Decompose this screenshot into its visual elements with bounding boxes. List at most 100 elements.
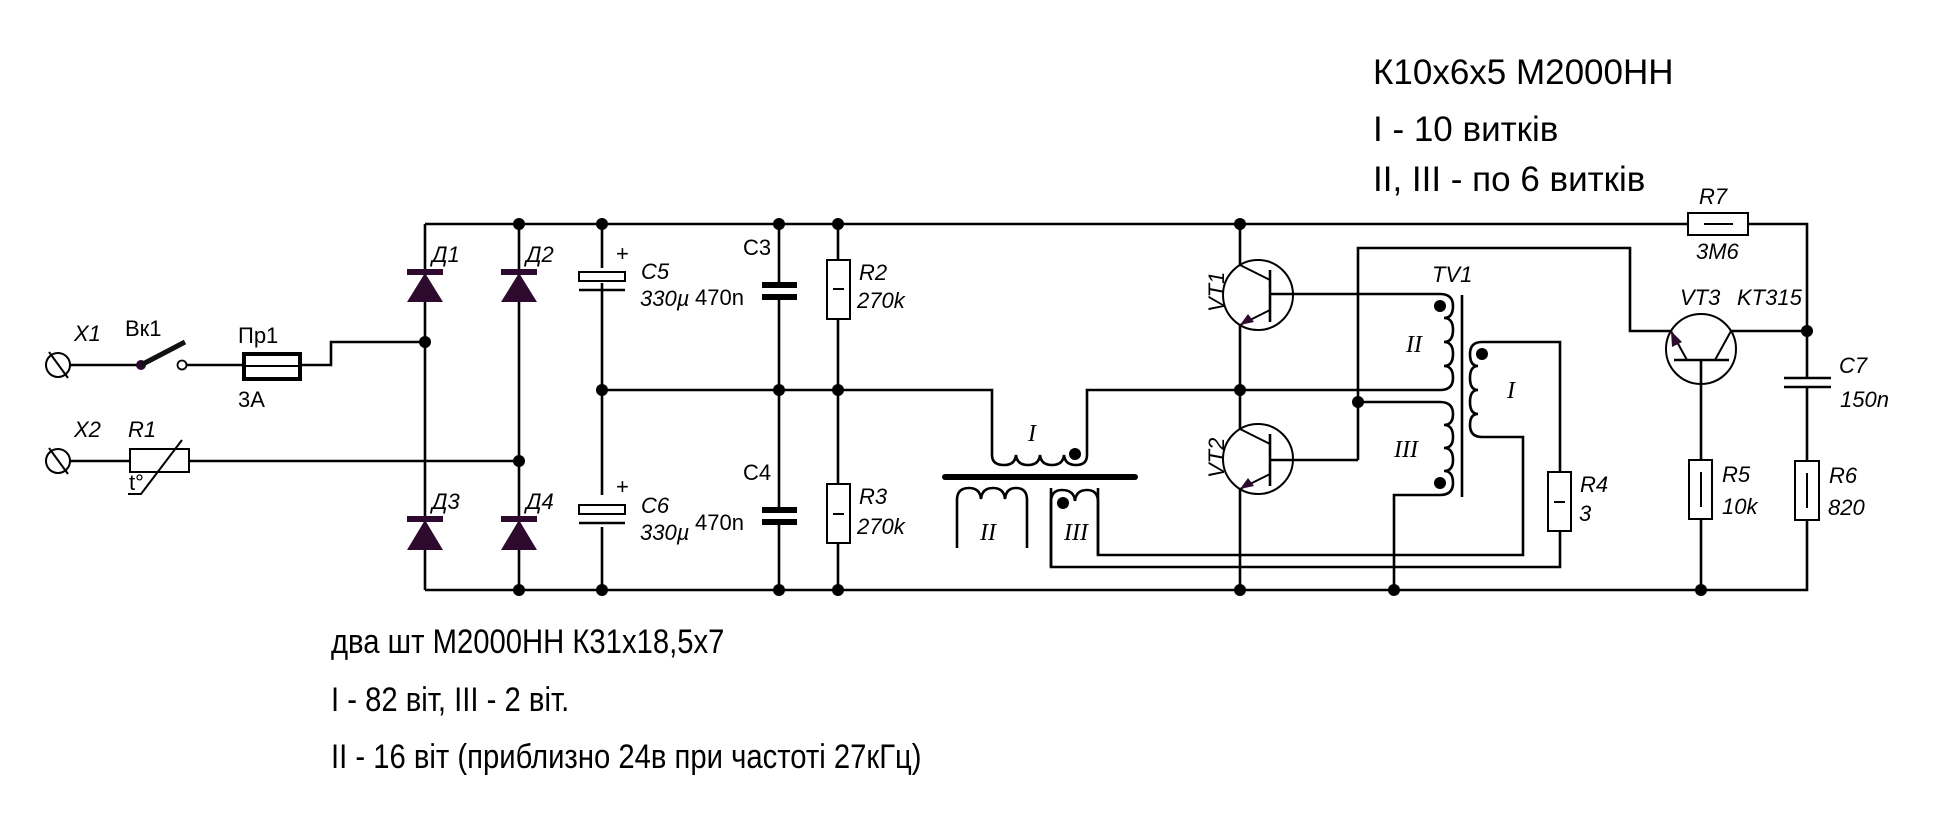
output-winding-i xyxy=(990,454,1089,467)
r6-label: R6 xyxy=(1829,463,1858,488)
tv1-winding-i xyxy=(1468,340,1483,439)
c5-polarity: + xyxy=(616,241,629,266)
d4-label: Д4 xyxy=(523,489,554,514)
c3-label: C3 xyxy=(743,235,771,260)
d3-label: Д3 xyxy=(429,489,460,514)
d2-label: Д2 xyxy=(523,242,554,267)
fuse-pr1: Пр1 3A xyxy=(238,323,302,412)
output-winding-iii-label: III xyxy=(1063,520,1089,546)
capacitor-c3: C3 470n xyxy=(695,235,797,310)
tv1-i-r4-wire xyxy=(1049,340,1562,569)
junctions xyxy=(419,218,1813,596)
r3-label: R3 xyxy=(859,484,888,509)
pr1-value: 3A xyxy=(238,387,265,412)
c7-label: C7 xyxy=(1839,353,1868,378)
junction-dot xyxy=(832,218,844,230)
junction-dot xyxy=(1234,218,1246,230)
transistor-collector xyxy=(1239,264,1271,281)
capacitor-plus-plate xyxy=(578,271,626,282)
mid-rail-wire xyxy=(602,388,994,455)
winding-start-dot xyxy=(1057,497,1069,509)
c4-label: C4 xyxy=(743,460,771,485)
junction-dot xyxy=(513,218,525,230)
capacitor-plate xyxy=(762,282,797,288)
r4-value: 3 xyxy=(1579,501,1592,526)
vt3-part: KT315 xyxy=(1737,285,1803,310)
terminal-x2: X2 xyxy=(45,417,101,475)
diode-d3: Д3 xyxy=(407,489,460,550)
note-winding-ii-iii: ІІ, ІІІ - по 6 витків xyxy=(1373,160,1646,199)
c6-label: C6 xyxy=(641,493,670,518)
diode-d2: Д2 xyxy=(501,242,554,302)
transformer-tv1: TV1 II III I xyxy=(1393,262,1516,497)
junction-dot xyxy=(773,384,785,396)
tv1-label: TV1 xyxy=(1432,262,1472,287)
pr1-label: Пр1 xyxy=(238,323,278,348)
c4-value: 470n xyxy=(695,510,744,535)
output-winding-i-label: I xyxy=(1027,421,1037,447)
r1-temp-label: t° xyxy=(129,470,144,495)
switch-lever-icon xyxy=(139,339,187,368)
junction-dot xyxy=(832,584,844,596)
c7-value: 150n xyxy=(1840,387,1889,412)
capacitor-plus-plate xyxy=(578,504,626,515)
transistor-collector xyxy=(1714,330,1732,361)
junction-dot xyxy=(1801,325,1813,337)
d1-label: Д1 xyxy=(429,242,460,267)
junction-dot xyxy=(596,384,608,396)
transistor-icon xyxy=(1222,423,1294,495)
resistor-r3: R3 270k xyxy=(826,483,906,544)
terminal-slash xyxy=(48,447,69,475)
capacitor-c7: C7 150n xyxy=(1784,353,1889,412)
c6-value: 330µ xyxy=(640,520,689,545)
capacitor-c5: + C5 330µ xyxy=(578,241,689,311)
r7-label: R7 xyxy=(1699,184,1728,209)
capacitor-c6: + C6 330µ xyxy=(578,474,689,545)
junction-dot xyxy=(1695,584,1707,596)
junction-dot xyxy=(513,584,525,596)
tv1-winding-ii xyxy=(1439,292,1455,392)
junction-dot xyxy=(773,218,785,230)
r5-value: 10k xyxy=(1722,494,1758,519)
tv1-winding-iii xyxy=(1439,400,1455,497)
note-winding-i: І - 10 витків xyxy=(1373,110,1559,149)
x1-label: X1 xyxy=(73,321,101,346)
wires xyxy=(70,222,1809,592)
note-core-spec: К10х6х5 М2000НН xyxy=(1373,53,1674,92)
junction-dot xyxy=(1352,396,1364,408)
c6-polarity: + xyxy=(616,474,629,499)
transistor-vt2: VT2 xyxy=(1204,423,1294,495)
r5-label: R5 xyxy=(1722,462,1751,487)
output-winding-ii xyxy=(955,486,1029,548)
junction-dot xyxy=(773,584,785,596)
note-output-windings: І - 82 віт, ІІІ - 2 віт. xyxy=(331,681,570,719)
terminal-x1: X1 xyxy=(45,321,101,379)
thermistor-slash xyxy=(128,439,183,495)
note-output-secondary: ІІ - 16 віт (приблизно 24в при частоті 2… xyxy=(331,738,922,776)
vk1-label: Вк1 xyxy=(125,316,162,341)
x2-label: X2 xyxy=(73,417,101,442)
diode-icon xyxy=(501,273,537,302)
tv1-iii-bottom-wire xyxy=(1392,493,1440,590)
c5-value: 330µ xyxy=(640,286,689,311)
winding-start-dot xyxy=(1434,300,1446,312)
switch-vk1: Вк1 xyxy=(125,316,188,371)
diode-d4: Д4 xyxy=(501,489,554,550)
diode-cathode-bar xyxy=(501,516,537,522)
transistor-vt3: VT3 KT315 xyxy=(1665,285,1803,385)
diode-icon xyxy=(407,273,443,302)
note-output-core: два шт М2000НН К31х18,5х7 xyxy=(331,623,725,661)
winding-start-dot xyxy=(1476,348,1488,360)
output-winding-ii-label: II xyxy=(979,520,997,546)
x1-line-wire xyxy=(70,340,425,367)
r6-value: 820 xyxy=(1828,495,1865,520)
bottom-rail-wire xyxy=(425,520,1809,592)
resistor-r7: R7 3M6 xyxy=(1687,184,1749,264)
capacitor-plate xyxy=(762,294,797,300)
diode-icon xyxy=(501,520,537,550)
junction-dot xyxy=(832,384,844,396)
vt1-label: VT1 xyxy=(1204,272,1229,312)
diode-cathode-bar xyxy=(407,516,443,522)
diode-cathode-bar xyxy=(501,269,537,275)
